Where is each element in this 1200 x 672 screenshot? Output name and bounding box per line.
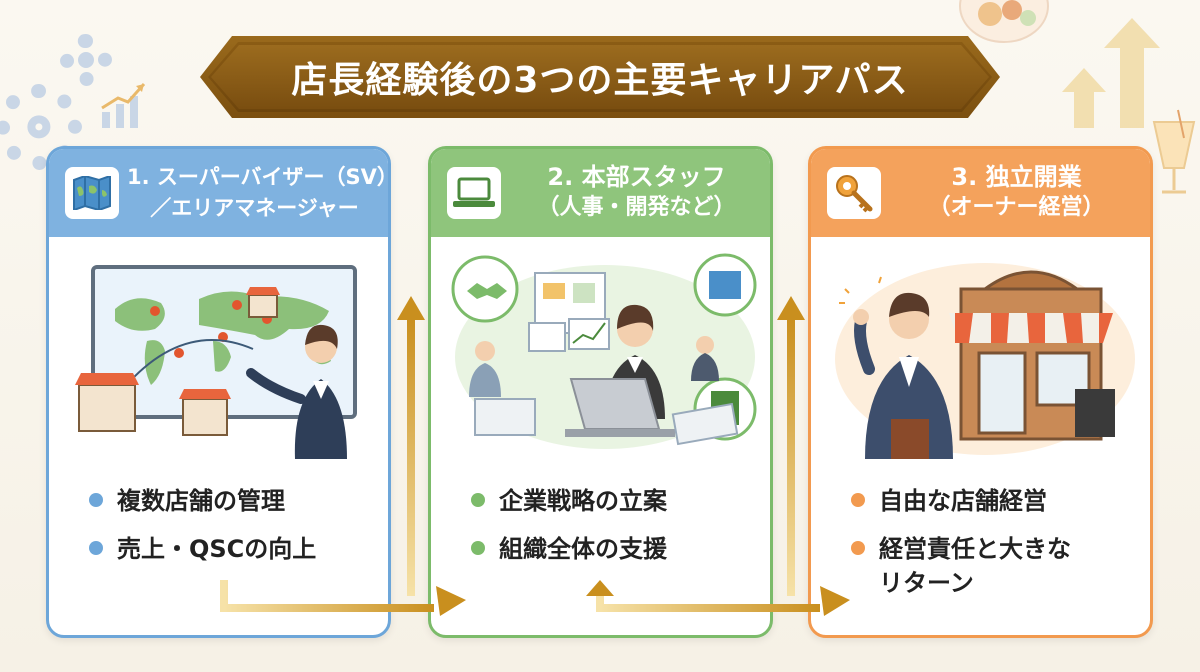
list-item: 企業戦略の立案 bbox=[471, 484, 750, 518]
page-title: 店長経験後の3つの主要キャリアパス bbox=[291, 60, 909, 101]
career-card-headquarters: 2. 本部スタッフ （人事・開発など） 企業戦略の立案 bbox=[428, 146, 773, 638]
bullet-list: 自由な店舗経営 経営責任と大きなリターン bbox=[851, 484, 1130, 614]
growth-chart-icon bbox=[101, 83, 146, 128]
career-card-sv: 1. スーパーバイザー（SV） ／エリアマネージャー 複数店舗の管理 売上・QS… bbox=[46, 146, 391, 638]
up-arrows-icon bbox=[1062, 18, 1160, 128]
food-plate-icon bbox=[959, 0, 1049, 43]
list-item: 組織全体の支援 bbox=[471, 532, 750, 566]
list-item: 売上・QSCの向上 bbox=[89, 532, 368, 566]
card-title-line1: 2. 本部スタッフ bbox=[547, 163, 726, 191]
card-header: 1. スーパーバイザー（SV） ／エリアマネージャー bbox=[49, 149, 388, 237]
card-title-line2: （人事・開発など） bbox=[537, 195, 736, 220]
card-header: 2. 本部スタッフ （人事・開発など） bbox=[431, 149, 770, 237]
list-item: 経営責任と大きなリターン bbox=[851, 532, 1130, 600]
up-arrow-icon bbox=[777, 296, 805, 596]
owner-shop-illustration bbox=[835, 263, 1135, 459]
key-icon bbox=[827, 167, 881, 219]
card-title-line2: ／エリアマネージャー bbox=[150, 196, 359, 220]
title-banner: 店長経験後の3つの主要キャリアパス bbox=[200, 36, 1000, 118]
card-title-line2: （オーナー経営） bbox=[928, 195, 1105, 220]
map-icon bbox=[65, 167, 119, 219]
career-card-independent: 3. 独立開業 （オーナー経営） 自由な店舗経営 経営責任と大きなリターン bbox=[808, 146, 1153, 638]
bullet-list: 複数店舗の管理 売上・QSCの向上 bbox=[89, 484, 368, 580]
card-header: 3. 独立開業 （オーナー経営） bbox=[811, 149, 1150, 237]
up-arrow-icon bbox=[397, 296, 425, 596]
flow-arrow-icon bbox=[220, 580, 466, 616]
supervisor-map-illustration bbox=[75, 265, 357, 459]
office-staff-illustration bbox=[451, 253, 757, 449]
gear-icon bbox=[60, 34, 112, 86]
drink-glass-icon bbox=[1152, 109, 1196, 194]
list-item: 自由な店舗経営 bbox=[851, 484, 1130, 518]
card-title-line1: 3. 独立開業 bbox=[951, 163, 1082, 191]
list-item: 複数店舗の管理 bbox=[89, 484, 368, 518]
card-title-line1: 1. スーパーバイザー（SV） bbox=[127, 165, 391, 189]
flow-arrow-icon bbox=[586, 580, 850, 616]
bullet-list: 企業戦略の立案 組織全体の支援 bbox=[471, 484, 750, 580]
laptop-icon bbox=[447, 167, 501, 219]
